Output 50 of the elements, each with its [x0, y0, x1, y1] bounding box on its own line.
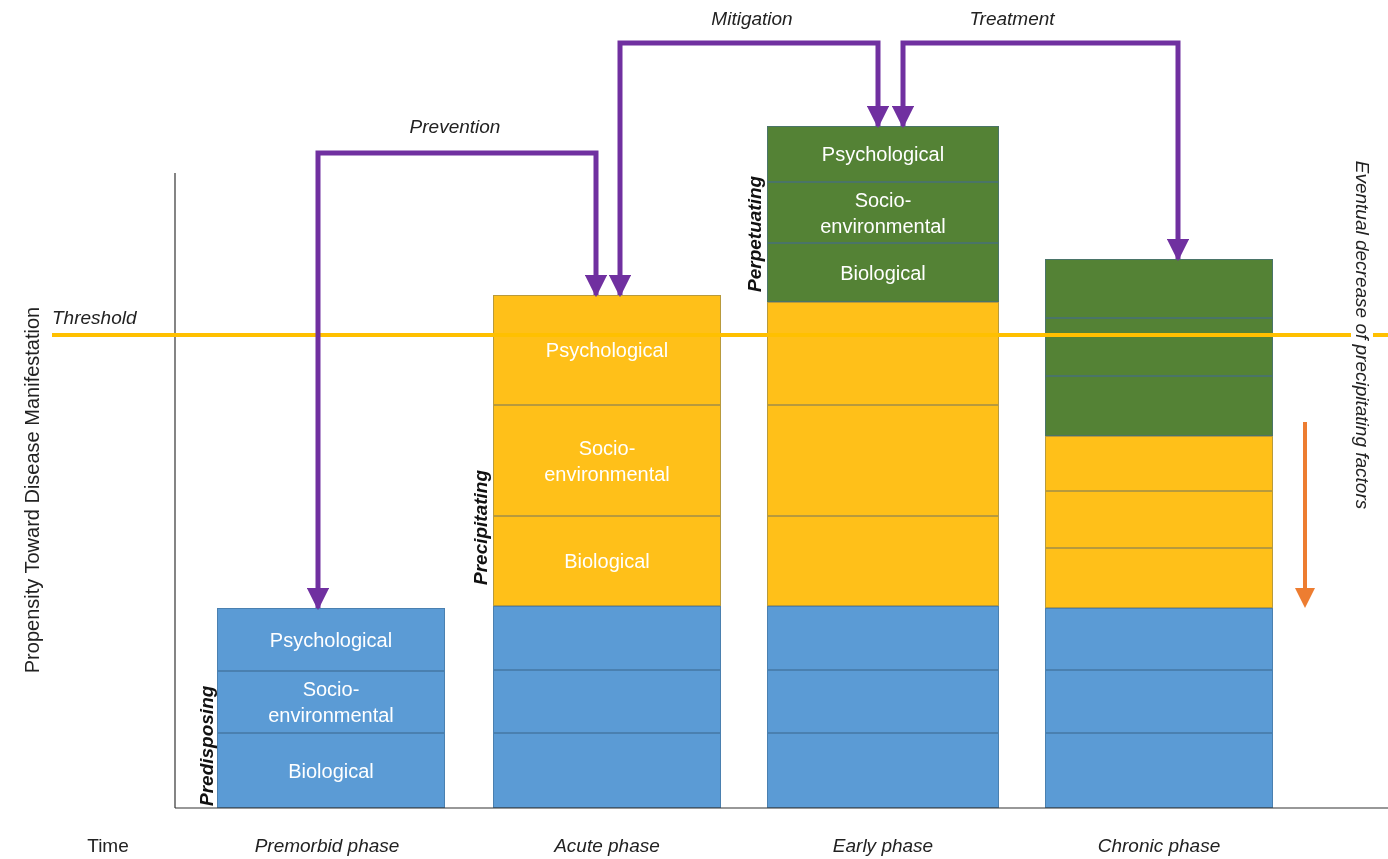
group-label: Precipitating [470, 468, 492, 585]
factor-block [1045, 376, 1273, 436]
factor-block [493, 295, 721, 405]
axis-title: Time [87, 835, 129, 857]
phase-label: Early phase [832, 835, 934, 857]
arrow [891, 40, 1190, 262]
factor-block [493, 670, 721, 733]
phase-label: Chronic phase [1097, 835, 1221, 857]
factor-block [767, 302, 999, 405]
factor-block [1045, 548, 1273, 608]
factor-label: Biological [288, 758, 374, 784]
threshold-label: Threshold [52, 307, 137, 329]
factor-block [1045, 491, 1273, 548]
annotation-text: Eventual decrease of precipitating factors [1351, 158, 1373, 512]
arrow [306, 150, 608, 611]
factor-block [493, 733, 721, 808]
factor-block [767, 405, 999, 516]
factor-block [1045, 733, 1273, 808]
factor-label: Socio-environmental [543, 435, 671, 487]
arrow [608, 40, 890, 298]
factor-label: Socio-environmental [267, 677, 395, 728]
factor-block [493, 516, 721, 606]
factor-block [217, 671, 445, 733]
factor-block [217, 608, 445, 671]
factor-label: Psychological [269, 627, 393, 653]
factor-block [767, 126, 999, 182]
factor-label: Psychological [821, 142, 945, 167]
factor-block [1045, 318, 1273, 376]
factor-block [767, 182, 999, 243]
factor-block [767, 243, 999, 302]
factor-block [1045, 608, 1273, 670]
factor-block [767, 516, 999, 606]
phase-label: Acute phase [554, 835, 660, 857]
factor-label: Biological [840, 260, 926, 286]
factor-block [493, 606, 721, 670]
factor-block [1045, 670, 1273, 733]
group-label: Perpetuating [744, 174, 766, 292]
factor-block [1045, 436, 1273, 491]
factor-block [767, 606, 999, 670]
factor-label: Socio-environmental [819, 187, 947, 239]
factor-block [493, 405, 721, 516]
factor-block [217, 733, 445, 808]
factor-label: Biological [564, 549, 650, 574]
axis-title: Propensity Toward Disease Manifestation [20, 306, 44, 674]
phase-label: Premorbid phase [254, 835, 400, 857]
factor-block [767, 670, 999, 733]
factor-block [767, 733, 999, 808]
group-label: Predisposing [196, 684, 218, 806]
factor-label: Psychological [545, 338, 669, 363]
factor-block [1045, 259, 1273, 318]
